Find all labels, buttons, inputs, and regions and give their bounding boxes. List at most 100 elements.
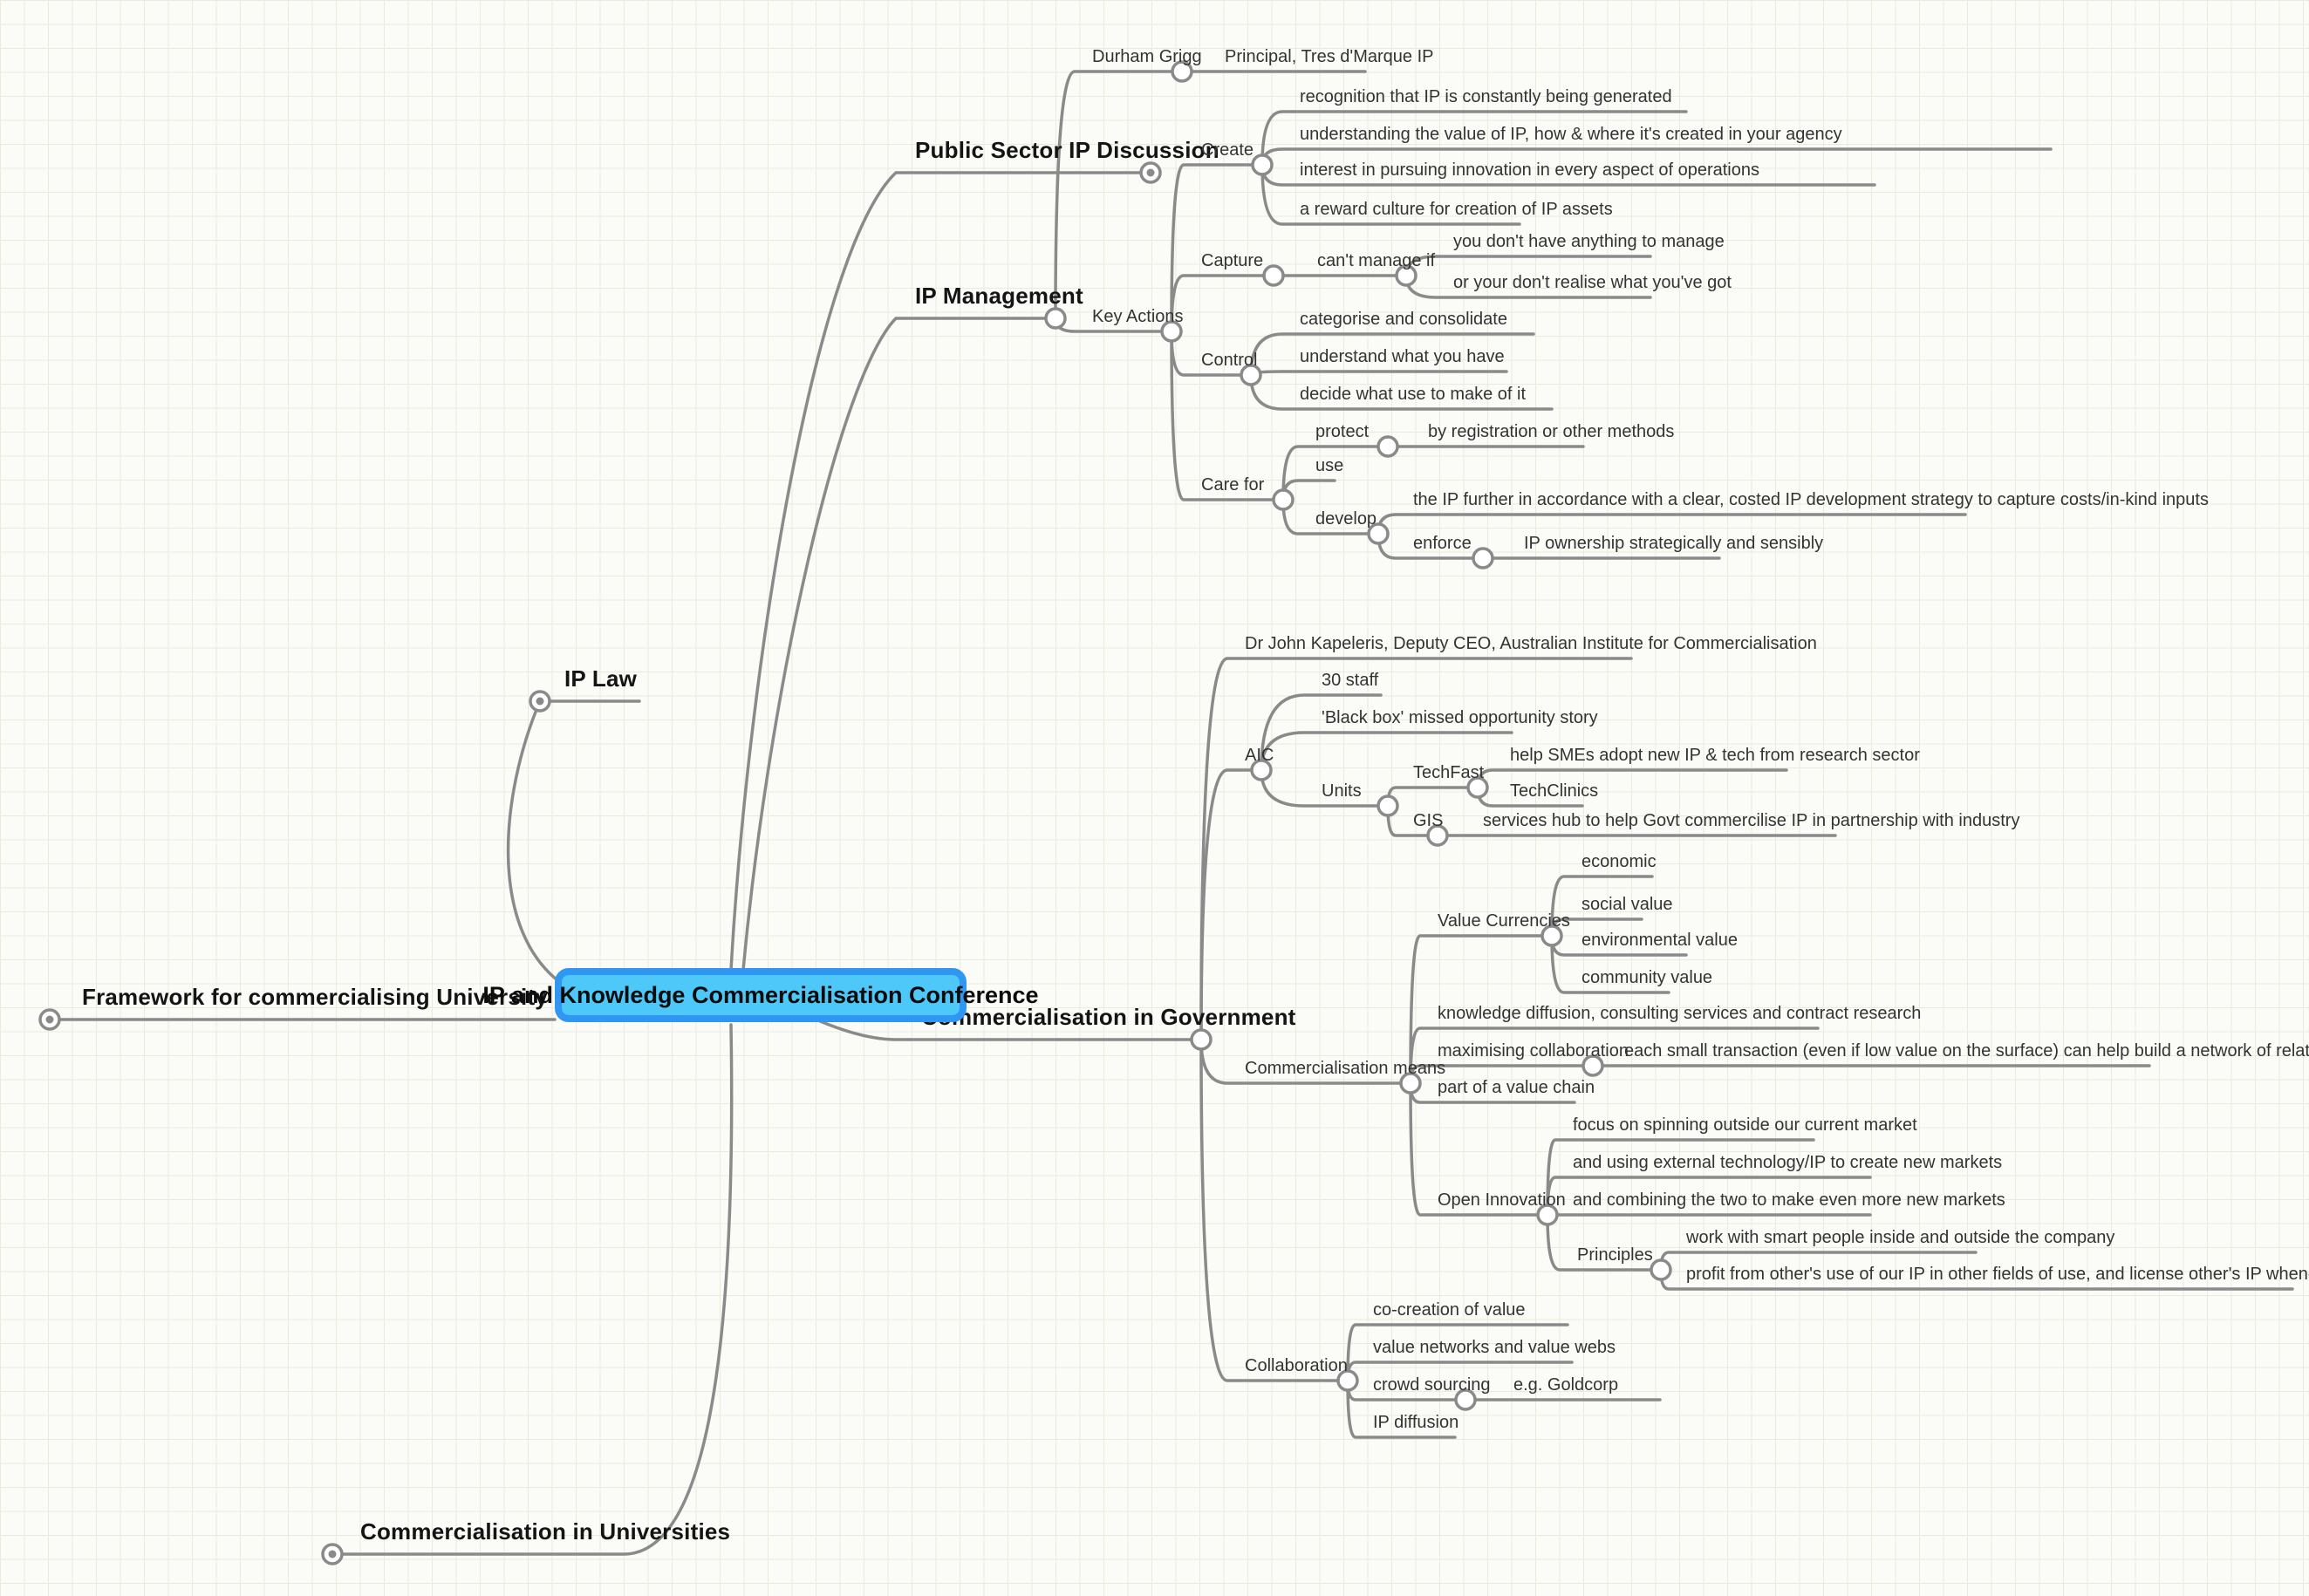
branch-public-sector-ip-discussion xyxy=(729,171,1152,972)
junction-circle xyxy=(1536,1204,1559,1226)
junction-circle xyxy=(1251,153,1274,176)
node-key-actions[interactable]: Key Actions xyxy=(1092,307,1184,326)
branch-reward-culture xyxy=(1260,163,1521,226)
node-protect[interactable]: protect xyxy=(1315,422,1370,441)
node-ip-diffusion[interactable]: IP diffusion xyxy=(1373,1413,1459,1432)
junction-circle xyxy=(1336,1369,1359,1392)
node-recognition[interactable]: recognition that IP is constantly being … xyxy=(1300,87,1672,106)
node-help-smes[interactable]: help SMEs adopt new IP & tech from resea… xyxy=(1510,746,1920,765)
node-profit-from-others[interactable]: profit from other's use of our IP in oth… xyxy=(1686,1265,2309,1284)
node-techclinics[interactable]: TechClinics xyxy=(1510,781,1599,801)
node-cant-manage-if[interactable]: can't manage if xyxy=(1317,251,1436,270)
node-dr-john-kapeleris[interactable]: Dr John Kapeleris, Deputy CEO, Australia… xyxy=(1245,634,1817,653)
node-maximising-collaboration[interactable]: maximising collaboration xyxy=(1438,1041,1629,1061)
junction-circle xyxy=(1540,924,1563,947)
node-reward-culture[interactable]: a reward culture for creation of IP asse… xyxy=(1300,200,1613,219)
node-environmental-value[interactable]: environmental value xyxy=(1581,931,1738,950)
branch-ip-diffusion xyxy=(1346,1379,1457,1439)
branch-community-value xyxy=(1550,934,1670,994)
node-commercialisation-in-government[interactable]: Commercialisation in Government xyxy=(921,1004,1296,1030)
node-part-of-value-chain[interactable]: part of a value chain xyxy=(1438,1078,1595,1097)
node-create[interactable]: Create xyxy=(1201,140,1254,160)
junction-circle xyxy=(1171,60,1193,83)
node-units[interactable]: Units xyxy=(1322,781,1362,801)
node-open-innovation[interactable]: Open Innovation xyxy=(1438,1190,1566,1210)
node-ip-further[interactable]: the IP further in accordance with a clea… xyxy=(1413,490,2209,509)
branch-open-innovation xyxy=(1409,1081,1549,1217)
collapsed-indicator-dot xyxy=(536,697,544,706)
node-ip-management[interactable]: IP Management xyxy=(915,283,1083,309)
node-commercialisation-in-universities[interactable]: Commercialisation in Universities xyxy=(360,1518,731,1545)
node-capture[interactable]: Capture xyxy=(1201,251,1264,270)
node-principal-tres-dmarque-ip[interactable]: Principal, Tres d'Marque IP xyxy=(1225,47,1434,66)
node-decide-what[interactable]: decide what use to make of it xyxy=(1300,385,1527,404)
branch-commercialisation-in-government xyxy=(816,1019,1203,1041)
branch-techfast xyxy=(1386,786,1479,808)
collapsed-indicator-dot xyxy=(328,1550,337,1558)
branch-create xyxy=(1170,163,1264,333)
node-value-currencies[interactable]: Value Currencies xyxy=(1438,911,1570,931)
junction-circle xyxy=(1190,1028,1213,1051)
node-you-dont-have[interactable]: you don't have anything to manage xyxy=(1453,232,1725,251)
node-focus-spinning[interactable]: focus on spinning outside our current ma… xyxy=(1573,1115,1917,1135)
node-public-sector-ip-discussion[interactable]: Public Sector IP Discussion xyxy=(915,137,1219,163)
branch-ip-law xyxy=(506,699,641,987)
junction-circle xyxy=(1377,435,1399,458)
node-black-box[interactable]: 'Black box' missed opportunity story xyxy=(1322,708,1598,727)
node-care-for[interactable]: Care for xyxy=(1201,475,1265,494)
junction-circle xyxy=(1472,547,1494,570)
node-enforce[interactable]: enforce xyxy=(1413,534,1472,553)
node-categorise[interactable]: categorise and consolidate xyxy=(1300,310,1507,329)
node-goldcorp[interactable]: e.g. Goldcorp xyxy=(1513,1375,1619,1395)
node-understand-what[interactable]: understand what you have xyxy=(1300,347,1505,366)
junction-circle xyxy=(1466,776,1489,799)
node-interest[interactable]: interest in pursuing innovation in every… xyxy=(1300,160,1759,180)
branch-commercialisation-in-universities xyxy=(331,1023,734,1556)
node-develop[interactable]: develop xyxy=(1315,509,1377,529)
node-durham-grigg[interactable]: Durham Grigg xyxy=(1092,47,1202,66)
node-co-creation[interactable]: co-creation of value xyxy=(1373,1300,1526,1320)
node-crowd-sourcing[interactable]: crowd sourcing xyxy=(1373,1375,1491,1395)
node-using-external[interactable]: and using external technology/IP to crea… xyxy=(1573,1153,2003,1172)
central-topic-node[interactable]: IP and Knowledge Commercialisation Confe… xyxy=(482,968,1039,1022)
node-gis[interactable]: GIS xyxy=(1413,811,1444,830)
node-ip-law[interactable]: IP Law xyxy=(564,665,638,692)
node-each-small-transaction[interactable]: each small transaction (even if low valu… xyxy=(1624,1041,2309,1061)
node-by-registration[interactable]: by registration or other methods xyxy=(1428,422,1675,441)
node-aic[interactable]: AIC xyxy=(1245,746,1274,765)
node-control[interactable]: Control xyxy=(1201,351,1258,370)
node-community-value[interactable]: community value xyxy=(1581,968,1713,987)
branch-capture xyxy=(1170,274,1408,333)
junction-circle xyxy=(1650,1258,1672,1281)
node-staff-30[interactable]: 30 staff xyxy=(1322,671,1379,690)
node-work-with-smart[interactable]: work with smart people inside and outsid… xyxy=(1686,1228,2115,1247)
junction-circle xyxy=(1581,1054,1604,1077)
branch-staff-30 xyxy=(1260,693,1383,772)
branch-collaboration xyxy=(1199,1038,1349,1382)
junction-circle xyxy=(1240,364,1262,386)
node-principles[interactable]: Principles xyxy=(1577,1245,1653,1265)
branch-ip-further xyxy=(1377,513,1967,535)
node-economic[interactable]: economic xyxy=(1581,852,1657,871)
branch-durham-grigg xyxy=(1054,70,1367,320)
junction-circle xyxy=(1367,522,1390,545)
branch-understand-what xyxy=(1249,370,1508,377)
node-use[interactable]: use xyxy=(1315,456,1344,475)
branch-ip-management xyxy=(741,317,1057,972)
node-services-hub[interactable]: services hub to help Govt commercilise I… xyxy=(1483,811,2020,830)
node-combining-two[interactable]: and combining the two to make even more … xyxy=(1573,1190,2005,1210)
node-social-value[interactable]: social value xyxy=(1581,895,1673,914)
collapsed-indicator-dot xyxy=(45,1015,54,1024)
node-ip-ownership[interactable]: IP ownership strategically and sensibly xyxy=(1524,534,1824,553)
node-knowledge-diffusion[interactable]: knowledge diffusion, consulting services… xyxy=(1438,1004,1922,1023)
junction-circle xyxy=(1044,307,1067,330)
node-collaboration[interactable]: Collaboration xyxy=(1245,1356,1348,1375)
node-techfast[interactable]: TechFast xyxy=(1413,763,1485,782)
branch-care-for xyxy=(1170,330,1285,501)
node-commercialisation-means[interactable]: Commercialisation means xyxy=(1245,1059,1446,1078)
node-value-networks[interactable]: value networks and value webs xyxy=(1373,1338,1616,1357)
node-or-your-dont[interactable]: or your don't realise what you've got xyxy=(1453,273,1732,292)
node-understanding[interactable]: understanding the value of IP, how & whe… xyxy=(1300,125,1842,144)
junction-circle xyxy=(1272,488,1295,511)
